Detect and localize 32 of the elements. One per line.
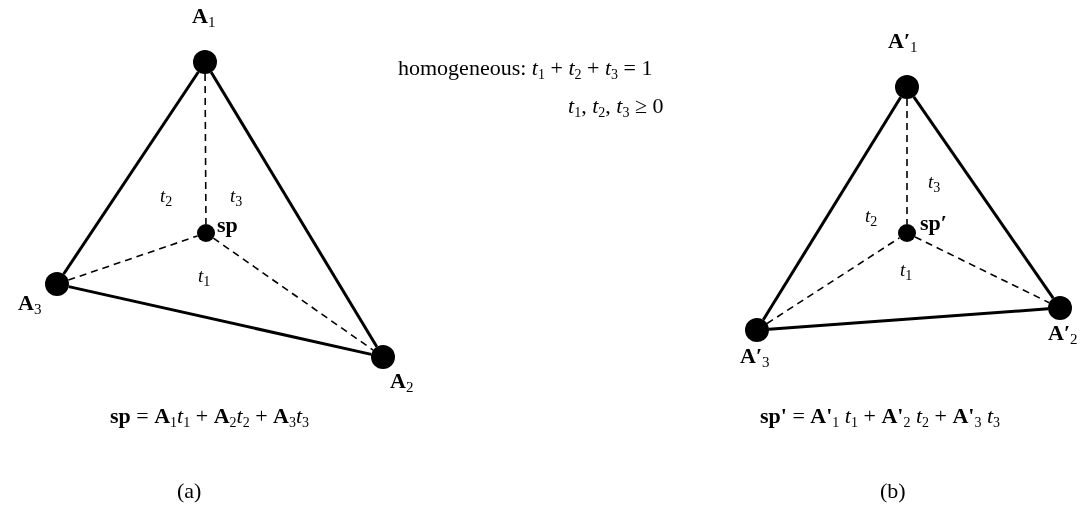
dashed-line — [212, 237, 374, 351]
solid-line — [209, 71, 379, 348]
dashed-line — [766, 237, 901, 325]
solid-line — [768, 307, 1049, 331]
weight-label: t$_{3}$ — [230, 186, 243, 205]
point-label: A$_{2}$ — [390, 370, 414, 392]
solid-line — [62, 71, 200, 275]
point-label: sp′ — [920, 212, 947, 234]
point-label: A′$_{1}$ — [888, 30, 918, 52]
formula-text: sp = A$_{1}$t$_{1}$ + A$_{2}$t$_{2}$ + A$_{3}$t$_{3}$ — [110, 405, 310, 427]
point-label: A$_{3}$ — [18, 292, 42, 314]
panel-label: (a) — [177, 480, 202, 502]
dashed-line — [906, 98, 908, 225]
constraint-text: homogeneous: t$_{1}$ + t$_{2}$ + t$_{3}$ = 1 — [398, 57, 653, 79]
weight-label: t$_{1}$ — [900, 260, 913, 279]
panel-label: (b) — [880, 480, 906, 502]
point-label: A$_{1}$ — [192, 5, 216, 27]
weight-label: t$_{2}$ — [865, 206, 878, 225]
formula-text: sp' = A'$_{1}$ t$_{1}$ + A'$_{2}$ t$_{2}$ + A'$_{3}$ t$_{3}$ — [760, 405, 1001, 427]
constraint-text: t$_{1}$, t$_{2}$, t$_{3}$ ≥ 0 — [568, 95, 664, 117]
point-label: A′$_{2}$ — [1048, 322, 1078, 344]
weight-label: t$_{2}$ — [160, 186, 173, 205]
point-label: A′$_{3}$ — [740, 345, 770, 367]
weight-label: t$_{1}$ — [198, 266, 211, 285]
solid-line — [762, 96, 902, 321]
weight-label: t$_{3}$ — [928, 172, 941, 191]
dashed-line — [204, 73, 207, 225]
solid-line — [68, 285, 372, 356]
solid-line — [912, 96, 1055, 299]
point-label: sp — [217, 214, 238, 236]
dashed-line — [914, 236, 1050, 304]
dashed-line — [67, 235, 199, 281]
